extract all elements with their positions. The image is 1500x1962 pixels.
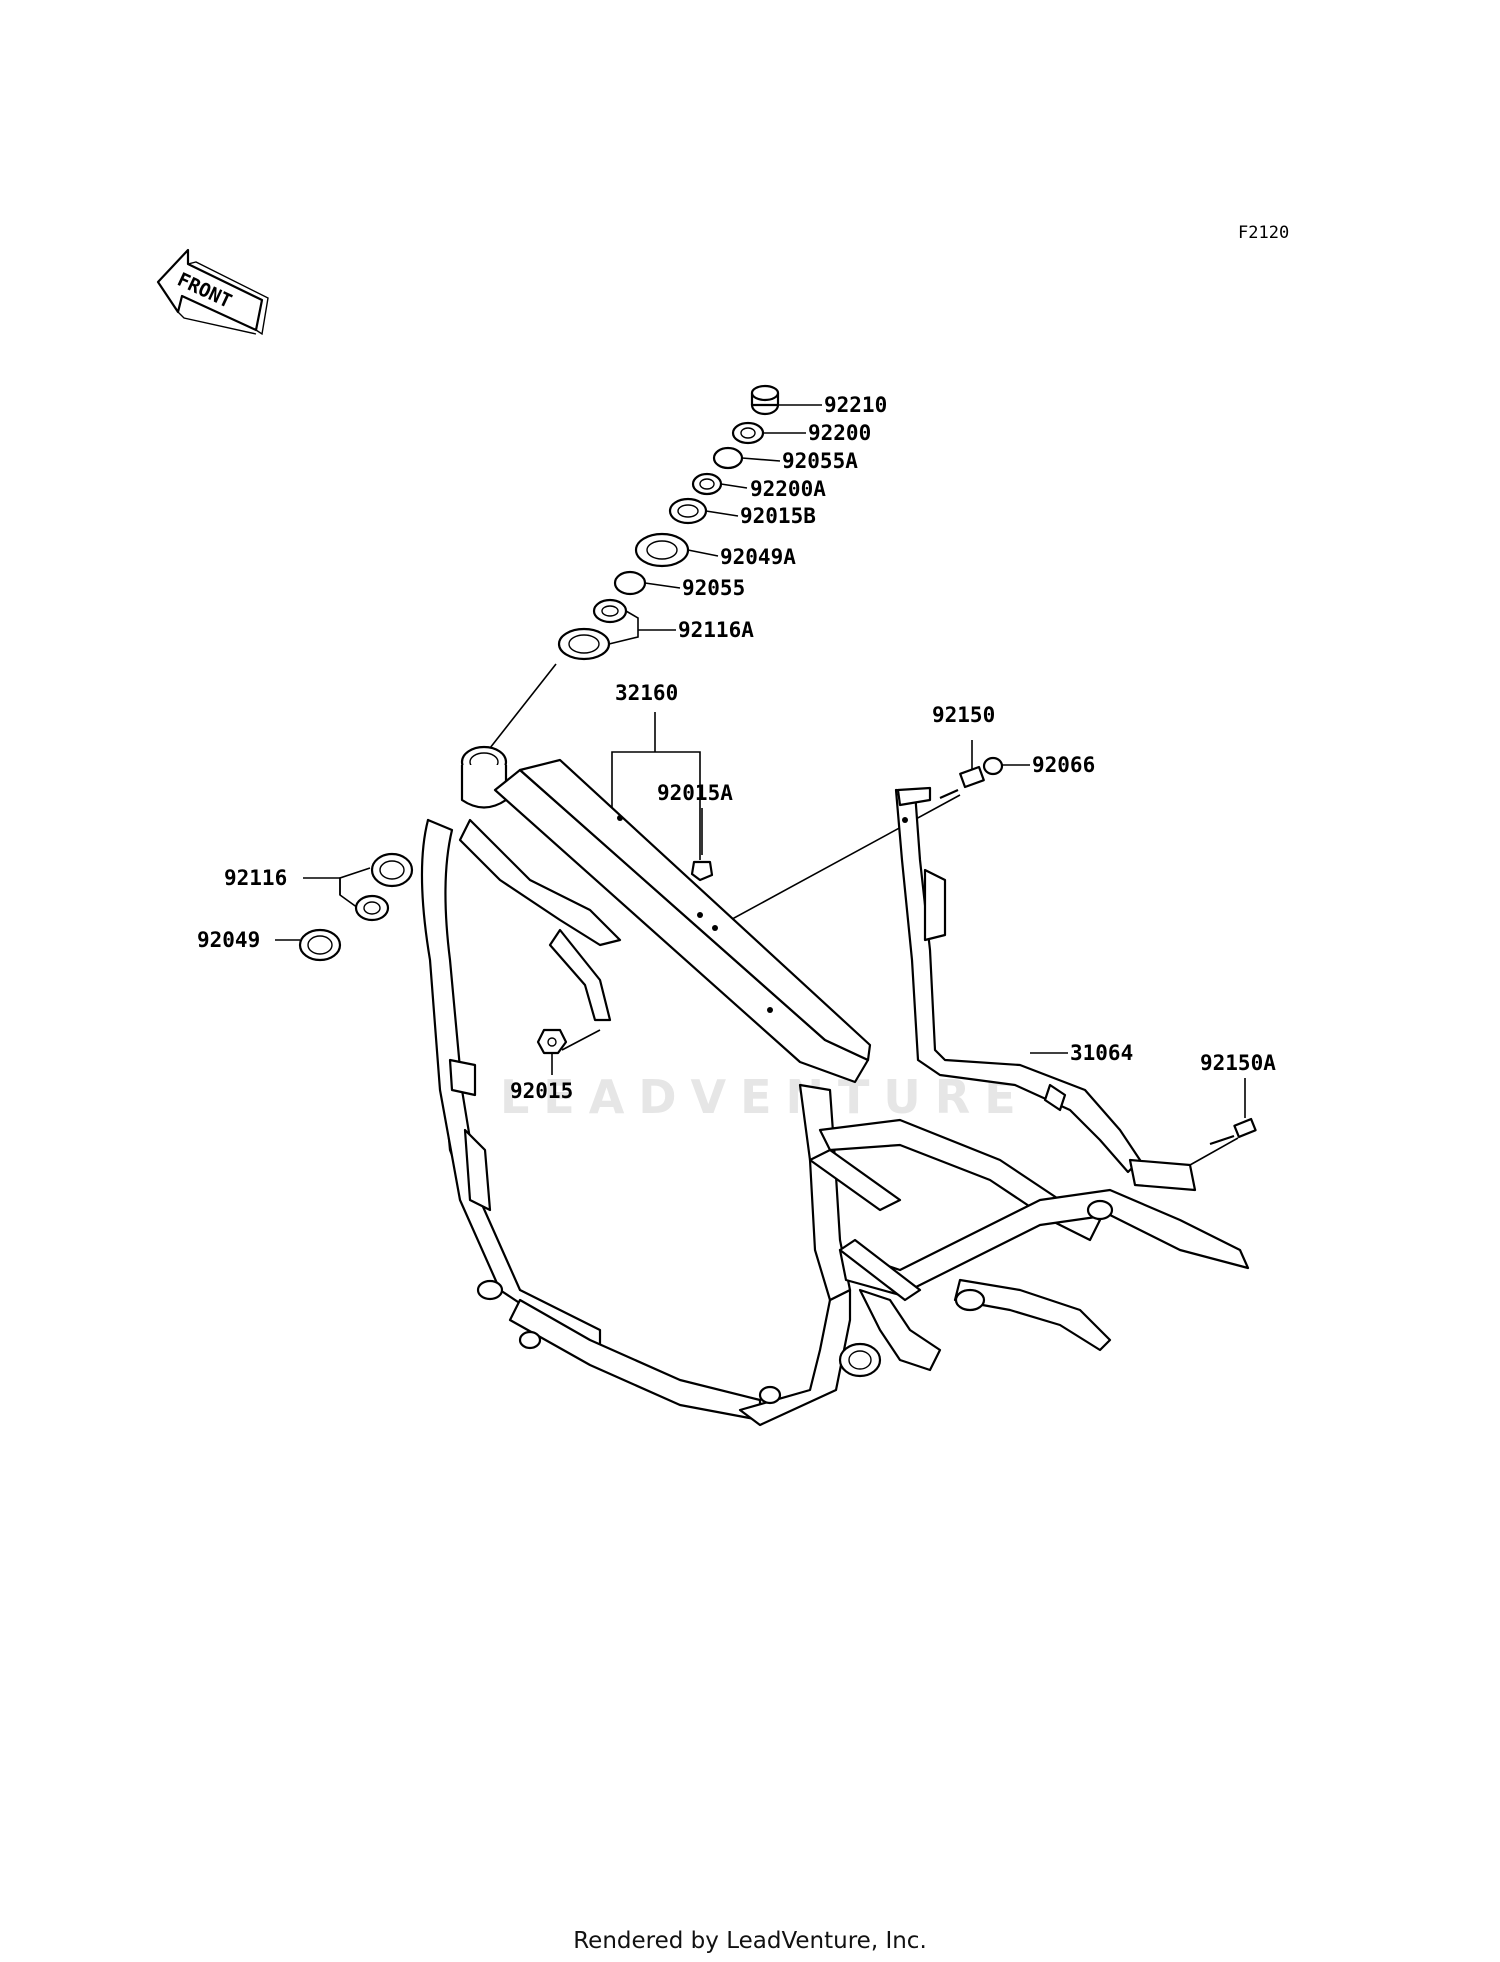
adjust-nut-icon	[668, 497, 708, 525]
flange-nut-icon	[536, 1028, 568, 1055]
washer-icon	[731, 421, 765, 445]
label-31064: 31064	[1070, 1041, 1133, 1065]
bearing-race-icon	[557, 627, 611, 661]
label-92150: 92150	[932, 703, 995, 727]
label-92200: 92200	[808, 421, 871, 445]
o-ring-2-icon	[613, 570, 647, 596]
figure-code: F2120	[1238, 223, 1290, 243]
label-92015A: 92015A	[657, 781, 733, 805]
steering-stem-parts	[557, 384, 780, 661]
label-32160: 32160	[615, 681, 678, 705]
label-92015B: 92015B	[740, 504, 816, 528]
label-92049: 92049	[197, 928, 260, 952]
label-92116A: 92116A	[678, 618, 754, 642]
label-92049A: 92049A	[720, 545, 796, 569]
bolt-2-icon	[1209, 1117, 1257, 1146]
collar-icon	[982, 756, 1004, 776]
front-arrow-icon: FRONT	[156, 248, 269, 336]
stem-nut-icon	[750, 384, 780, 416]
bolt-icon	[939, 765, 985, 800]
label-92116: 92116	[224, 866, 287, 890]
main-frame	[420, 745, 1250, 1427]
label-92066: 92066	[1032, 753, 1095, 777]
label-92210: 92210	[824, 393, 887, 417]
label-92200A: 92200A	[750, 477, 826, 501]
lower-race-icon	[370, 852, 414, 888]
lower-bearing-icon	[354, 894, 390, 922]
label-92055: 92055	[682, 576, 745, 600]
hardware	[298, 756, 1257, 1146]
lower-seal-icon	[298, 928, 342, 962]
watermark-text: LEADVENTURE	[500, 1070, 1030, 1124]
label-92015: 92015	[510, 1079, 573, 1103]
nut-icon	[690, 860, 714, 882]
part-labels: 92210 92200 92055A 92200A 92015B 92049A …	[197, 393, 1276, 1103]
bearing-upper-icon	[592, 598, 628, 624]
lock-washer-icon	[691, 472, 723, 496]
dust-seal-icon	[634, 532, 690, 568]
label-92055A: 92055A	[782, 449, 858, 473]
footer-credit: Rendered by LeadVenture, Inc.	[573, 1928, 927, 1954]
rear-subframe	[894, 786, 1197, 1192]
label-92150A: 92150A	[1200, 1051, 1276, 1075]
o-ring-icon	[712, 446, 744, 470]
leader-lines	[275, 404, 1246, 1166]
